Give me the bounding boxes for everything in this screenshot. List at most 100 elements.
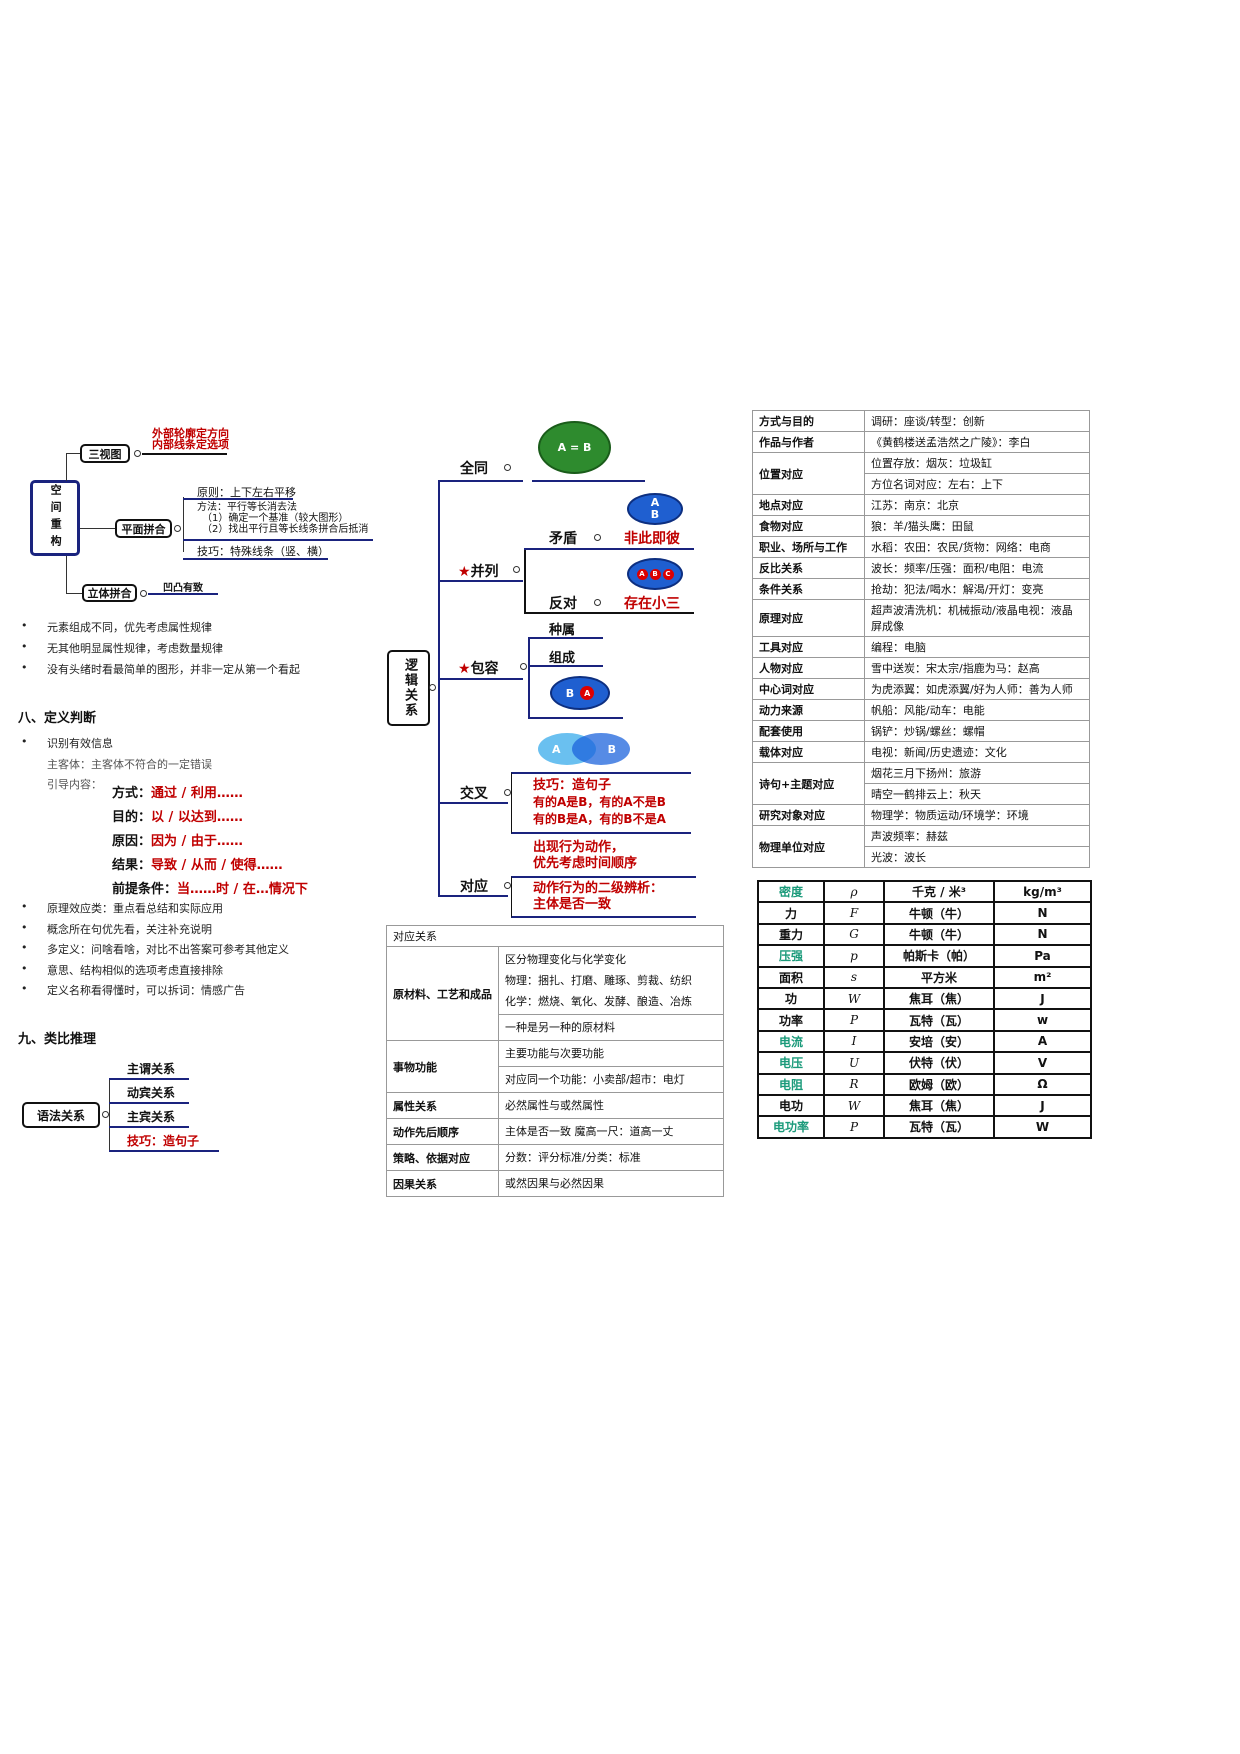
quantity-cell: 电功 <box>757 1093 825 1118</box>
correspond-note-box <box>511 876 696 918</box>
row-key: 工具对应 <box>752 636 865 658</box>
table-row: 物理单位对应声波频率：赫兹 <box>752 825 1090 868</box>
table-row: 地点对应江苏：南京：北京 <box>752 494 1090 516</box>
analogy-item: 主谓关系 <box>127 1062 176 1076</box>
table-row: 诗句+主题对应烟花三月下扬州：旅游 <box>752 762 1090 805</box>
contrary-note: 存在小三 <box>624 596 680 612</box>
table-row: 策略、依据对应分数：评分标准/分类：标准 <box>386 1144 724 1171</box>
table-row: 方式与目的调研：座谈/转型：创新 <box>752 410 1090 432</box>
table-row: 光波：波长 <box>753 846 1090 868</box>
row-value: 超声波清洗机：机械振动/液晶电视：液晶屏成像 <box>864 599 1090 637</box>
symbol-cell: R <box>823 1072 885 1096</box>
contain-label: ★包容 <box>458 661 499 677</box>
table-row: 人物对应雪中送炭：宋太宗/指鹿为马：赵高 <box>752 657 1090 679</box>
table-row: 食物对应狼：羊/猫头鹰：田鼠 <box>752 515 1090 537</box>
row-value: 水稻：农田：农民/货物：网络：电商 <box>864 536 1090 558</box>
plane-tip: 技巧：特殊线条（竖、横） <box>197 545 329 558</box>
guide-item: 结果：导致 / 从而 / 使得…… <box>112 854 283 873</box>
row-key: 职业、场所与工作 <box>752 536 865 558</box>
si-unit-cell: Ω <box>993 1072 1092 1096</box>
table-header-row: 对应关系 <box>386 925 724 947</box>
row-key: 位置对应 <box>752 452 865 495</box>
si-unit-cell: m² <box>993 965 1092 989</box>
quantity-cell: 重力 <box>757 922 825 947</box>
quantity-cell: 密度 <box>757 879 825 904</box>
three-view-note: 外部轮廓定方向内部线条定选项 <box>152 427 229 451</box>
star-icon: ★ <box>458 661 471 677</box>
table-row: 事物功能主要功能与次要功能 <box>386 1040 724 1093</box>
row-key: 人物对应 <box>752 657 865 679</box>
correspondence-table: 对应关系原材料、工艺和成品区分物理变化与化学变化物理：捆扎、打磨、雕琢、剪裁、纺… <box>386 925 724 1197</box>
table-row: 反比关系波长：频率/压强：面积/电阻：电流 <box>752 557 1090 579</box>
guide-value: 通过 / 利用…… <box>151 786 243 801</box>
plane-label: 平面拼合 <box>121 522 166 536</box>
quantity-cell: 电压 <box>757 1051 825 1075</box>
row-value: 锅铲：炒锅/螺丝：螺帽 <box>864 720 1090 742</box>
relations-table: 方式与目的调研：座谈/转型：创新作品与作者《黄鹤楼送孟浩然之广陵》：李白位置对应… <box>752 410 1090 868</box>
si-unit-cell: w <box>993 1008 1092 1032</box>
row-value: 必然属性与或然属性 <box>498 1092 724 1119</box>
star-icon: ★ <box>458 564 471 580</box>
guide-value: 因为 / 由于…… <box>151 834 243 849</box>
symbol-cell: P <box>823 1115 885 1139</box>
table-row: 方位名词对应：左右：上下 <box>753 473 1090 495</box>
row-value: 波长：频率/压强：面积/电阻：电流 <box>864 557 1090 579</box>
table-row: 动作先后顺序主体是否一致 魔高一尺：道高一丈 <box>386 1118 724 1145</box>
row-key: 原理对应 <box>752 599 865 637</box>
solid-note: 凹凸有致 <box>163 583 203 594</box>
analogy-item: 技巧：造句子 <box>127 1134 200 1148</box>
si-unit-cell: J <box>993 986 1092 1011</box>
contrary-diagram: A B C <box>627 558 683 590</box>
table-row: 职业、场所与工作水稻：农田：农民/货物：网络：电商 <box>752 536 1090 558</box>
parallel-label: ★并列 <box>458 564 499 580</box>
symbol-cell: ρ <box>823 879 885 904</box>
row-key: 作品与作者 <box>752 431 865 453</box>
symbol-cell: W <box>823 1093 885 1118</box>
guide-item: 目的：以 / 以达到…… <box>112 806 243 825</box>
quantity-cell: 电阻 <box>757 1072 825 1096</box>
unit-cell: 牛顿（牛） <box>883 922 995 947</box>
row-value: 江苏：南京：北京 <box>864 494 1090 516</box>
solid-label: 立体拼合 <box>87 587 132 600</box>
symbol-cell: s <box>823 965 885 989</box>
unit-cell: 帕斯卡（帕） <box>883 944 995 968</box>
analogy-item: 主宾关系 <box>127 1110 176 1124</box>
si-unit-cell: W <box>993 1115 1092 1139</box>
guide-value: 导致 / 从而 / 使得…… <box>151 858 283 873</box>
table-row: 对应同一个功能：小卖部/超市：电灯 <box>387 1066 724 1093</box>
symbol-cell: p <box>823 944 885 968</box>
row-key: 中心词对应 <box>752 678 865 700</box>
row-key: 食物对应 <box>752 515 865 537</box>
row-value: 雪中送炭：宋太宗/指鹿为马：赵高 <box>864 657 1090 679</box>
symbol-cell: P <box>823 1008 885 1032</box>
logic-root-label: 逻辑关系 <box>401 658 417 718</box>
definition-bullet-item: 多定义：问啥看啥，对比不出答案可参考其他定义 <box>21 941 289 957</box>
quantity-cell: 功率 <box>757 1008 825 1032</box>
unit-cell: 牛顿（牛） <box>883 901 995 925</box>
symbol-cell: W <box>823 986 885 1011</box>
row-value: 方位名词对应：左右：上下 <box>864 473 1090 495</box>
unit-cell: 瓦特（瓦） <box>883 1115 995 1139</box>
definition-bullet-item: 原理效应类：重点看总结和实际应用 <box>21 900 223 916</box>
definition-subject: 主客体：主客体不符合的一定错误 <box>47 758 212 771</box>
table-row: 中心词对应为虎添翼：如虎添翼/好为人师：善为人师 <box>752 678 1090 700</box>
si-unit-cell: Pa <box>993 944 1092 968</box>
table-row: 原理对应超声波清洗机：机械振动/液晶电视：液晶屏成像 <box>752 599 1090 637</box>
unit-cell: 伏特（伏） <box>883 1051 995 1075</box>
row-value: 对应同一个功能：小卖部/超市：电灯 <box>498 1066 724 1093</box>
correspond-note1: 出现行为动作，优先考虑时间顺序 <box>533 840 638 871</box>
guide-key: 结果： <box>112 858 152 873</box>
row-key: 动作先后顺序 <box>386 1118 499 1145</box>
definition-title: 八、定义判断 <box>18 711 97 726</box>
row-key: 载体对应 <box>752 741 865 763</box>
symbol-cell: G <box>823 922 885 947</box>
table-row: 原材料、工艺和成品区分物理变化与化学变化物理：捆扎、打磨、雕琢、剪裁、纺织化学：… <box>386 946 724 1041</box>
row-key: 原材料、工艺和成品 <box>386 946 499 1041</box>
si-unit-cell: J <box>993 1093 1092 1118</box>
guide-item: 原因：因为 / 由于…… <box>112 830 243 849</box>
analogy-root-label: 语法关系 <box>36 1108 85 1123</box>
